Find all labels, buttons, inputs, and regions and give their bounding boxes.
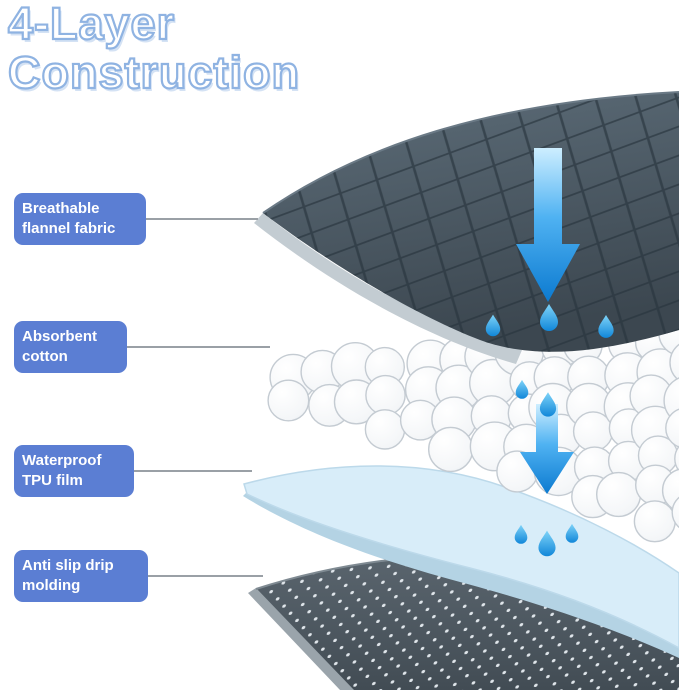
- connector-line: [146, 218, 258, 220]
- page-title: 4-Layer Construction: [7, 0, 300, 98]
- cotton-ball: [669, 343, 679, 382]
- layer-label-absorbent-cotton: Absorbent cotton: [14, 321, 127, 373]
- cotton-layer: [267, 309, 679, 543]
- layer-callout-breathable-flannel: Breathable flannel fabric: [14, 193, 258, 245]
- water-arrow-middle-icon: [520, 404, 574, 494]
- layer-callout-absorbent-cotton: Absorbent cotton: [14, 321, 270, 373]
- connector-line: [127, 346, 270, 348]
- flannel-layer: [254, 91, 679, 364]
- connector-line: [134, 470, 252, 472]
- cotton-ball: [365, 374, 406, 416]
- layer-label-anti-slip: Anti slip drip molding: [14, 550, 148, 602]
- title-line-2: Construction: [7, 46, 300, 98]
- cotton-ball: [671, 496, 679, 529]
- flannel-edge: [254, 213, 522, 364]
- cotton-ball: [267, 379, 310, 422]
- anti-slip-edge: [248, 588, 354, 690]
- cotton-ball: [674, 445, 679, 472]
- cotton-ball: [633, 500, 676, 543]
- cotton-ball: [364, 409, 406, 450]
- cotton-ball: [665, 408, 679, 448]
- cotton-ball: [428, 426, 474, 473]
- layer-callout-waterproof-tpu: Waterproof TPU film: [14, 445, 252, 497]
- layer-label-waterproof-tpu: Waterproof TPU film: [14, 445, 134, 497]
- cotton-ball: [661, 468, 679, 513]
- cotton-ball: [595, 471, 642, 518]
- layer-callout-anti-slip: Anti slip drip molding: [14, 550, 263, 602]
- layer-label-breathable-flannel: Breathable flannel fabric: [14, 193, 146, 245]
- water-arrow-top-icon: [516, 148, 580, 302]
- connector-line: [148, 575, 263, 577]
- title-line-1: 4-Layer: [7, 0, 176, 49]
